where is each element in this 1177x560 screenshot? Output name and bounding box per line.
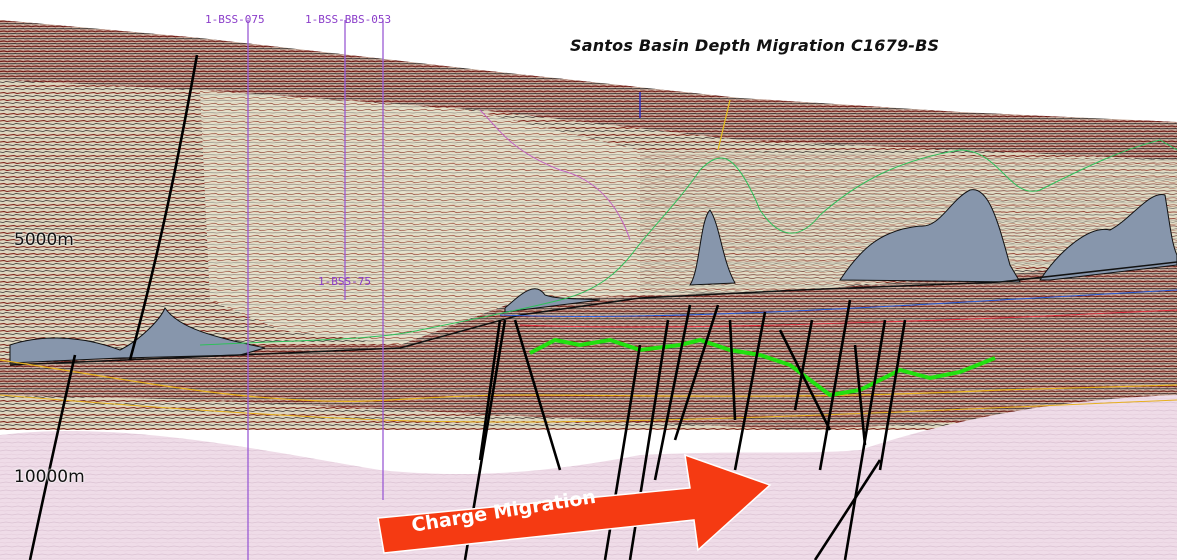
depth-label-10000: 10000m xyxy=(14,467,85,487)
figure-title: Santos Basin Depth Migration C1679-BS xyxy=(570,36,939,55)
depth-label-5000: 5000m xyxy=(14,230,74,250)
well-label-75: 1-BSS-75 xyxy=(318,275,371,288)
well-label-053: 1-BSS-BBS-053 xyxy=(305,13,391,26)
well-label-075: 1-BSS-075 xyxy=(205,13,265,26)
